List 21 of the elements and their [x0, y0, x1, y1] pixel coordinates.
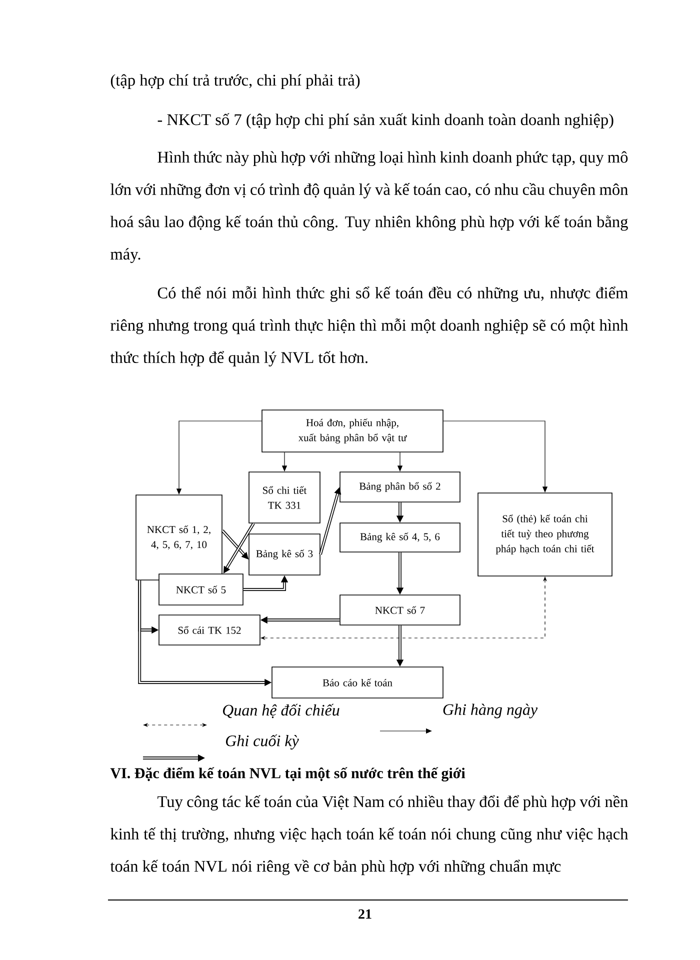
- legend-label: Ghi hàng ngày: [443, 704, 538, 718]
- process-box: Bảng phân bổ số 2: [340, 472, 460, 502]
- process-box: Sổ chi tiết TK 331: [248, 472, 320, 524]
- paragraph: Hình thức này phù hợp với những loại hình kinh doanh phức tạp, quy mô lớn với những đơn vị có trình độ quản lý và kế toán cao, có nhu cầu chuyên môn hoá sâu lao động kế toán thủ công. Tuy nhiên không phù hợp với kế toán bằng máy.: [110, 151, 628, 263]
- paragraph: Tuy công tác kế toán của Việt Nam có nhiều thay đổi để phù hợp với nền kinh tế thị trường, nhưng việc hạch toán kế toán nói chung cũng như việc hạch toán kế toán NVL nói riêng về cơ bản phù hợp với những chuẩn mực: [110, 795, 628, 876]
- legend-label: Quan hệ đối chiếu: [223, 704, 340, 718]
- legend-label: Ghi cuối kỳ: [226, 734, 299, 750]
- process-box: NKCT số 7: [340, 594, 460, 626]
- process-box: Báo cáo kế toán: [272, 666, 444, 698]
- arrow: [319, 487, 342, 555]
- paragraph: (tập hợp chí trả trước, chi phí phải trả): [110, 74, 360, 90]
- process-box: Bảng kê số 4, 5, 6: [340, 522, 460, 552]
- paragraph: Có thể nói mỗi hình thức ghi sổ kế toán đều có những ưu, nhược điểm riêng nhưng trong quá trình thực hiện thì mỗi một doanh nghiệp sẽ có một hình thức thích hợp để quản lý NVL tốt hơn.: [110, 286, 628, 366]
- process-box: Sổ (thẻ) kế toán chi tiết tuỳ theo phương pháp hạch toán chi tiết: [478, 492, 612, 576]
- process-box: Hoá đơn, phiếu nhập, xuất bảng phân bổ vật tư: [262, 410, 444, 452]
- page-number: 21: [358, 909, 372, 919]
- section-heading: VI. Đặc điểm kế toán NVL tại một số nước trên thế giới: [110, 767, 466, 782]
- paragraph: - NKCT số 7 (tập hợp chi phí sản xuất kinh doanh toàn doanh nghiệp): [158, 113, 614, 129]
- process-box: Bảng kê số 3: [248, 534, 320, 576]
- process-box: Sổ cái TK 152: [158, 614, 260, 646]
- process-box: NKCT số 5: [158, 574, 244, 606]
